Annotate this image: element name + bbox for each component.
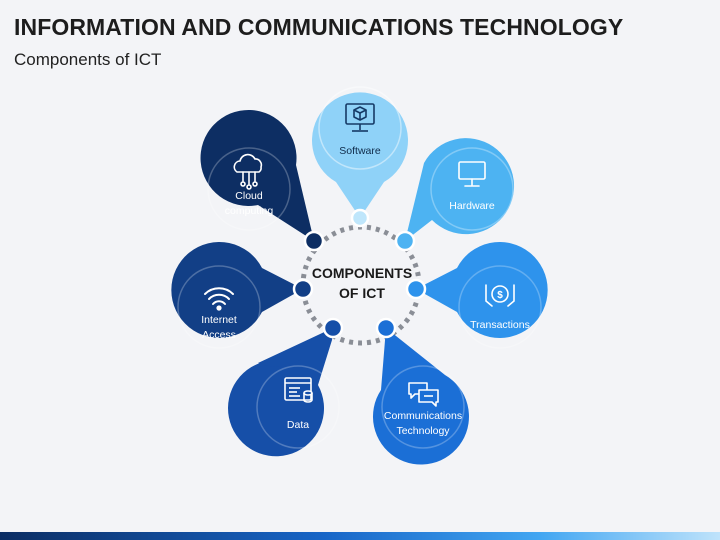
- internet-label: Internet Access: [169, 313, 269, 343]
- data-label: Data: [286, 419, 310, 431]
- page-subtitle: Components of ICT: [14, 50, 162, 69]
- software-label: Software: [339, 145, 381, 157]
- dollar-hand-icon: [485, 284, 515, 307]
- dollar-glyph: $: [497, 290, 503, 301]
- hardware-label: Hardware: [449, 200, 495, 212]
- component-cloud[interactable]: [200, 109, 325, 252]
- communications-label-line1: Communications: [383, 410, 463, 422]
- component-data[interactable]: [228, 317, 344, 457]
- internet-label-line1: Internet: [201, 314, 237, 326]
- computer-box-icon: [345, 103, 375, 132]
- component-transactions[interactable]: $: [405, 242, 548, 349]
- hardware-node: [394, 230, 416, 252]
- transactions-teardrop: [416, 242, 548, 339]
- software-teardrop: [312, 92, 408, 218]
- data-window-icon: [284, 377, 313, 403]
- cloud-label: Cloud computing: [199, 189, 299, 219]
- monitor-icon: [458, 161, 486, 187]
- component-internet[interactable]: [171, 242, 314, 349]
- communications-label: Communications Technology: [373, 409, 473, 439]
- internet-label-line2: Access: [202, 329, 236, 341]
- cloud-network-icon: [233, 153, 263, 190]
- component-communications[interactable]: [372, 317, 469, 465]
- footer-gradient-bar: [0, 532, 720, 540]
- component-hardware[interactable]: [394, 138, 515, 252]
- wifi-icon: [204, 287, 234, 311]
- communications-node: [375, 317, 397, 339]
- transactions-node: [405, 278, 427, 300]
- cloud-label-line1: Cloud: [235, 190, 263, 202]
- component-software[interactable]: [312, 86, 408, 228]
- cloud-teardrop: [200, 109, 314, 241]
- data-teardrop: [228, 328, 333, 457]
- communications-label-line2: Technology: [396, 425, 450, 437]
- data-node: [322, 317, 344, 339]
- transactions-label: Transactions: [470, 319, 530, 331]
- page-title: INFORMATION AND COMMUNICATIONS TECHNOLOG…: [14, 14, 624, 40]
- chat-bubbles-icon: [408, 382, 439, 407]
- cloud-label-line2: computing: [224, 205, 274, 217]
- cloud-node: [303, 230, 325, 252]
- center-label-line1: COMPONENTS: [311, 265, 413, 281]
- hardware-teardrop: [405, 138, 515, 241]
- internet-node: [292, 278, 314, 300]
- center-label: COMPONENTS OF ICT: [300, 263, 424, 303]
- internet-teardrop: [171, 242, 303, 339]
- software-node: [350, 208, 370, 228]
- center-label-line2: OF ICT: [339, 285, 385, 301]
